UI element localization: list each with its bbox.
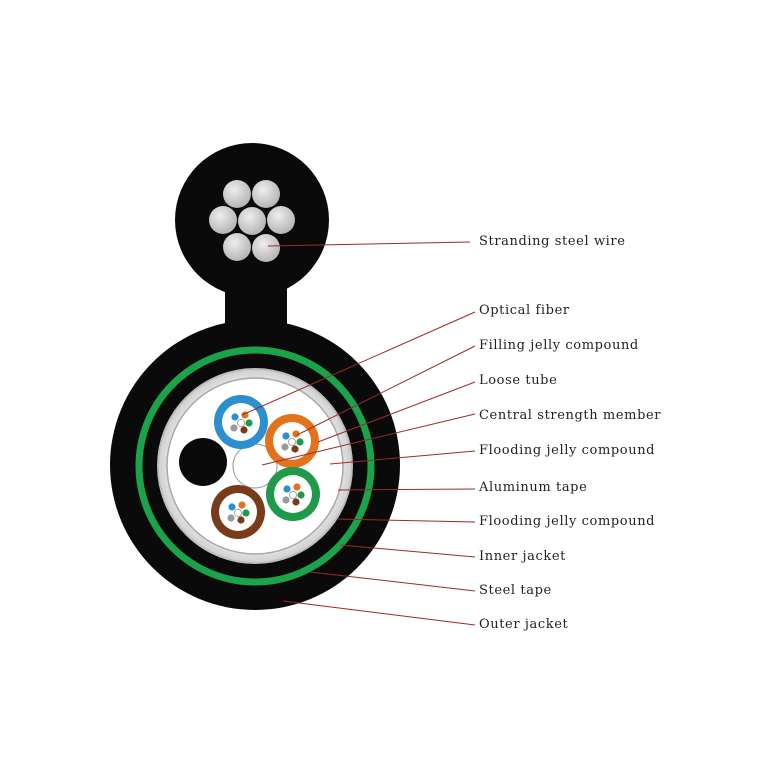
leader-line — [296, 345, 476, 436]
label-flooding-jelly-compound-2: Flooding jelly compound — [479, 514, 656, 529]
messenger-section — [175, 143, 329, 345]
label-loose-tube: Loose tube — [479, 373, 558, 388]
leader-line — [282, 600, 476, 626]
leader-line — [329, 450, 476, 465]
loose-tube-green — [266, 467, 320, 521]
filler-rod — [179, 438, 227, 486]
steel-tape — [135, 346, 375, 586]
leader-line — [317, 381, 476, 443]
leader-line — [309, 571, 476, 592]
label-inner-jacket: Inner jacket — [479, 549, 566, 564]
leader-line — [267, 241, 471, 247]
leader-line — [337, 488, 476, 491]
label-flooding-jelly-compound-1: Flooding jelly compound — [479, 443, 656, 458]
label-filling-jelly-compound: Filling jelly compound — [479, 338, 639, 353]
label-central-strength-member: Central strength member — [479, 408, 662, 423]
main-cable — [110, 320, 400, 610]
stranding-steel-wire — [209, 180, 295, 262]
loose-tube-orange — [265, 414, 319, 468]
loose-tube-blue — [214, 395, 268, 449]
label-steel-tape: Steel tape — [479, 583, 552, 598]
leader-lines — [241, 241, 476, 626]
leader-line — [261, 413, 476, 466]
label-optical-fiber: Optical fiber — [479, 303, 570, 318]
loose-tube-brown — [211, 485, 265, 539]
leader-line — [337, 518, 476, 523]
label-outer-jacket: Outer jacket — [479, 617, 569, 632]
leader-line — [241, 311, 476, 416]
label-stranding-steel-wire: Stranding steel wire — [479, 234, 626, 249]
leader-line — [339, 544, 476, 558]
label-aluminum-tape: Aluminum tape — [479, 480, 588, 495]
